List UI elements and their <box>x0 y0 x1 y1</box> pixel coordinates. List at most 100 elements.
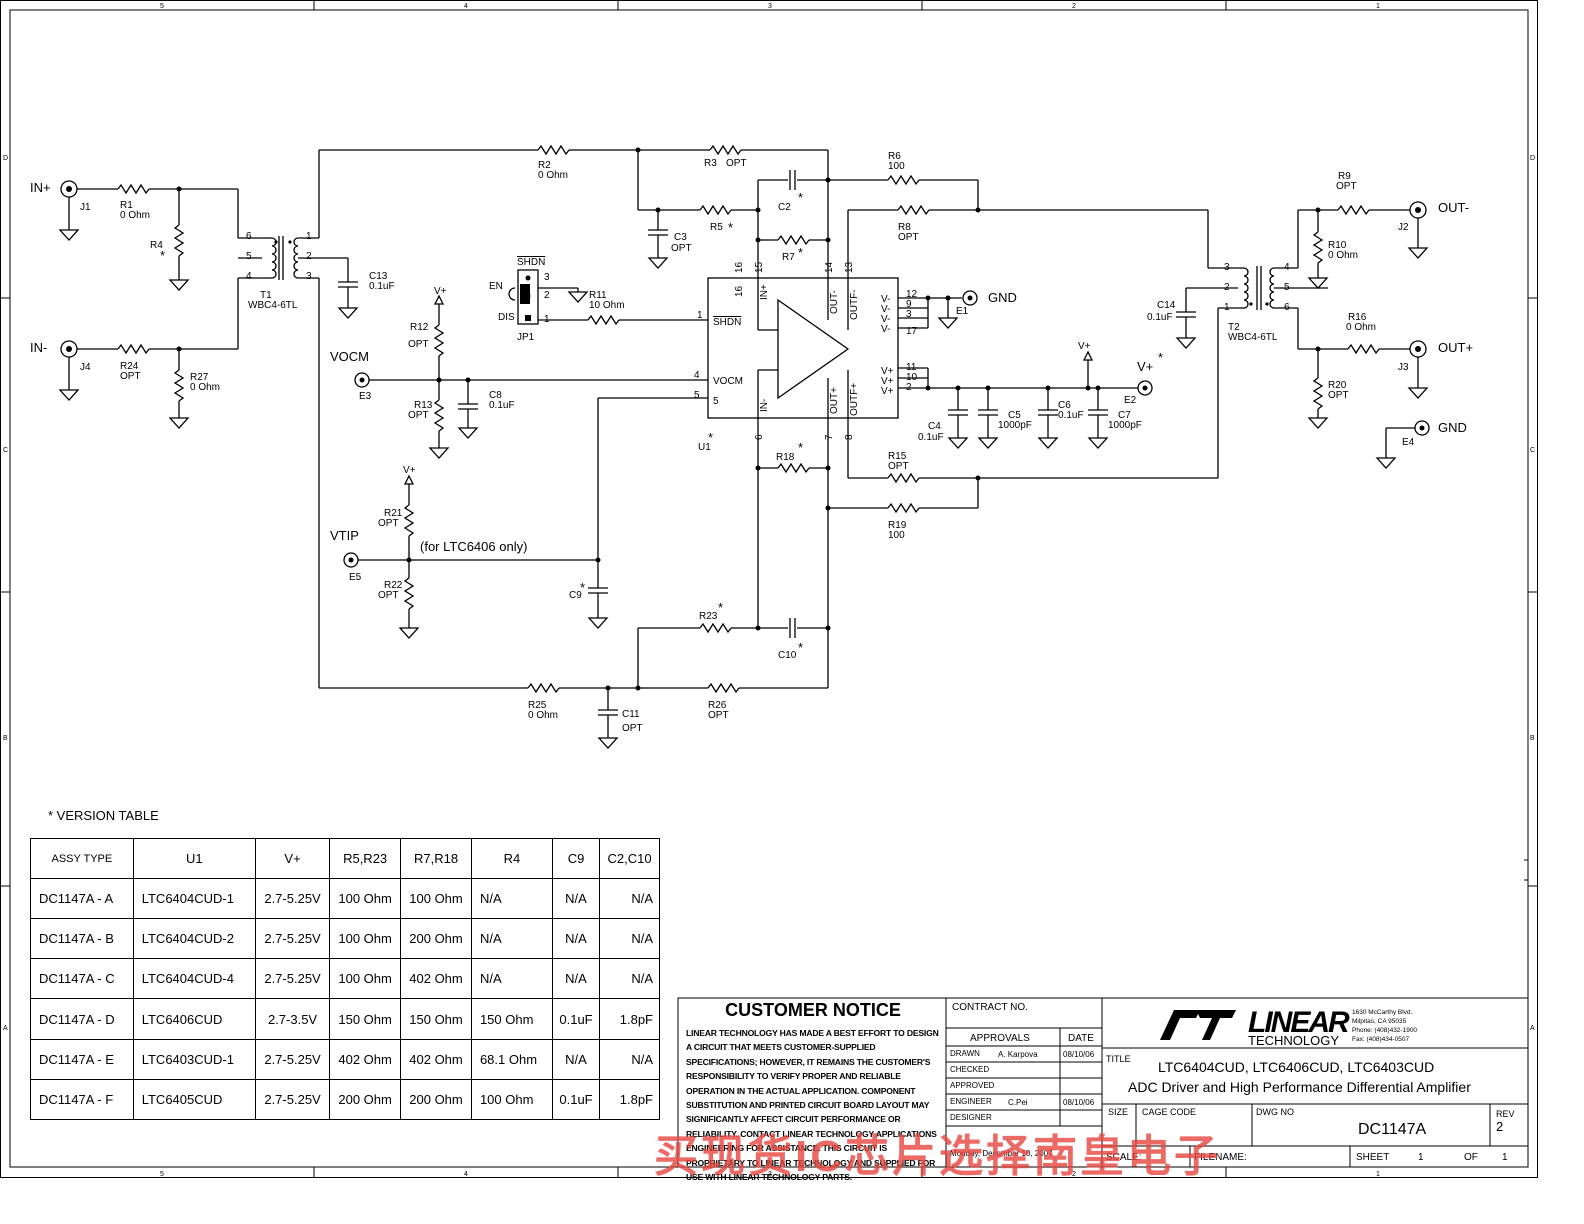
pin7: 7 <box>824 434 835 440</box>
address-line4: Fax: (408)434-0507 <box>1352 1036 1409 1043</box>
cell: N/A <box>470 958 553 1000</box>
title-line1: LTC6404CUD, LTC6406CUD, LTC6403CUD <box>1158 1059 1434 1075</box>
out-plus-label: OUT+ <box>1438 340 1473 355</box>
cell: LTC6404CUD-4 <box>132 958 256 1000</box>
c2-label: C2 <box>778 202 791 213</box>
r13-label: R13 <box>414 400 433 411</box>
jp1-pin3: 3 <box>544 272 550 283</box>
r5-resistor <box>699 204 732 216</box>
pin10: 10 <box>906 372 918 383</box>
r13-resistor <box>433 399 445 432</box>
c14-label: C14 <box>1157 300 1176 311</box>
top-feedback-network: R2 0 Ohm R3 OPT C3 OPT R5 * C2 * R7 * <box>319 144 1238 278</box>
r26-label: R26 <box>708 700 727 711</box>
engineer-date: 08/10/06 <box>1063 1098 1095 1107</box>
cell: 200 Ohm <box>400 918 472 960</box>
r15-value: OPT <box>888 461 909 472</box>
pin12: 12 <box>906 289 918 300</box>
vplus-e2-label: V+ <box>1137 359 1153 374</box>
version-table-caption: * VERSION TABLE <box>48 808 159 823</box>
vplus-r12-label: V+ <box>434 286 447 297</box>
pin-inminus-label: IN- <box>759 399 770 412</box>
pin9: 9 <box>906 299 912 310</box>
jp1-pin2: 2 <box>544 290 550 301</box>
j1-label: J1 <box>80 202 91 213</box>
zone-bottom-1: 1 <box>1376 1171 1380 1178</box>
in-minus-label: IN- <box>30 340 47 355</box>
watermark-text: 买现货IC芯片选择南皇电子 <box>654 1132 1221 1181</box>
c6-value: 0.1uF <box>1058 410 1084 421</box>
pin-shdn-label: SHDN <box>713 317 741 328</box>
t2-pin2: 2 <box>1224 282 1230 293</box>
c8-label: C8 <box>489 390 502 401</box>
cell: 402 Ohm <box>400 1038 472 1080</box>
c2-asterisk: * <box>798 190 803 205</box>
gnd1-label: GND <box>988 290 1017 305</box>
vplus-1: V+ <box>881 366 894 377</box>
customer-notice-body: LINEAR TECHNOLOGY HAS MADE A BEST EFFORT… <box>686 1028 939 1183</box>
pin16-in: 16 <box>734 285 745 297</box>
cell: 200 Ohm <box>329 1078 402 1121</box>
r6-resistor <box>887 174 920 186</box>
title-label: TITLE <box>1106 1054 1131 1064</box>
r11-label: R11 <box>589 290 607 301</box>
r20-resistor <box>1312 377 1324 410</box>
c3-value: OPT <box>671 243 692 254</box>
zone-bottom-5: 5 <box>160 1171 164 1178</box>
cell: 2.7-5.25V <box>254 958 331 1000</box>
pin-outfplus-label: OUTF+ <box>849 383 860 416</box>
c13-value: 0.1uF <box>369 281 395 292</box>
r8-resistor <box>897 204 930 216</box>
r8-label: R8 <box>898 222 911 233</box>
c6-label: C6 <box>1058 400 1071 411</box>
cell: 2.7-5.25V <box>254 1078 331 1121</box>
col-r4: R4 <box>470 838 553 879</box>
pin1: 1 <box>697 310 703 321</box>
cell: DC1147A - F <box>30 1078 134 1121</box>
shdn-bar-label: SHDN <box>517 257 545 268</box>
pin13: 13 <box>844 261 855 273</box>
date-label: DATE <box>1068 1033 1094 1044</box>
of-label: OF <box>1464 1152 1478 1163</box>
shdn-vocm-section: SHDN 3 2 1 EN DIS JP1 R11 10 Ohm V+ R12 … <box>330 257 708 588</box>
pin15: 15 <box>754 261 765 273</box>
jp1-jumper[interactable] <box>517 269 539 325</box>
pin-vocm-label: VOCM <box>713 376 743 387</box>
contract-no-label: CONTRACT NO. <box>952 1002 1028 1013</box>
cell: 100 Ohm <box>470 1078 553 1121</box>
address-line1: 1630 McCarthy Blvd. <box>1352 1009 1413 1016</box>
c10-label: C10 <box>778 650 797 661</box>
r7-resistor <box>777 234 810 246</box>
sheet-number: 1 <box>1418 1152 1424 1163</box>
t2-pin1: 1 <box>1224 302 1230 313</box>
cage-code-label: CAGE CODE <box>1142 1107 1196 1117</box>
vtip-section: V+ R21 OPT VTIP E5 (for LTC6406 only) R2… <box>330 465 609 639</box>
r24-value: OPT <box>120 371 141 382</box>
cell: N/A <box>470 877 553 920</box>
r12-resistor <box>433 324 445 357</box>
r26-value: OPT <box>708 710 729 721</box>
e1-testpoint[interactable] <box>962 290 978 306</box>
title-line2: ADC Driver and High Performance Differen… <box>1128 1079 1471 1095</box>
zone-right-a: A <box>1530 1025 1535 1032</box>
e2-testpoint[interactable] <box>1137 380 1153 396</box>
output-section: C14 0.1uF 3 2 1 4 5 6 T2 WBC4-6TL R9 OPT <box>1147 171 1473 469</box>
r2-resistor <box>537 144 570 156</box>
zone-top-4: 4 <box>464 3 468 10</box>
input-section: IN+ J1 R1 0 Ohm R4 * IN- J4 R24 OPT <box>30 150 395 688</box>
r18-label: R18 <box>776 452 795 463</box>
t1-label: T1 <box>260 290 272 301</box>
t2-label: T2 <box>1228 322 1240 333</box>
u1-asterisk: * <box>708 430 713 445</box>
cell: LTC6405CUD <box>132 1078 256 1121</box>
j2-label: J2 <box>1398 222 1409 233</box>
pin5: 5 <box>694 390 700 401</box>
r4-resistor <box>173 224 185 257</box>
cell: LTC6404CUD-1 <box>132 877 256 920</box>
vminus-1: V- <box>881 294 890 305</box>
c8-value: 0.1uF <box>489 400 515 411</box>
r9-value: OPT <box>1336 181 1357 192</box>
r18-resistor <box>777 462 810 474</box>
sheet-total: 1 <box>1502 1152 1508 1163</box>
pin16: 16 <box>734 261 745 273</box>
